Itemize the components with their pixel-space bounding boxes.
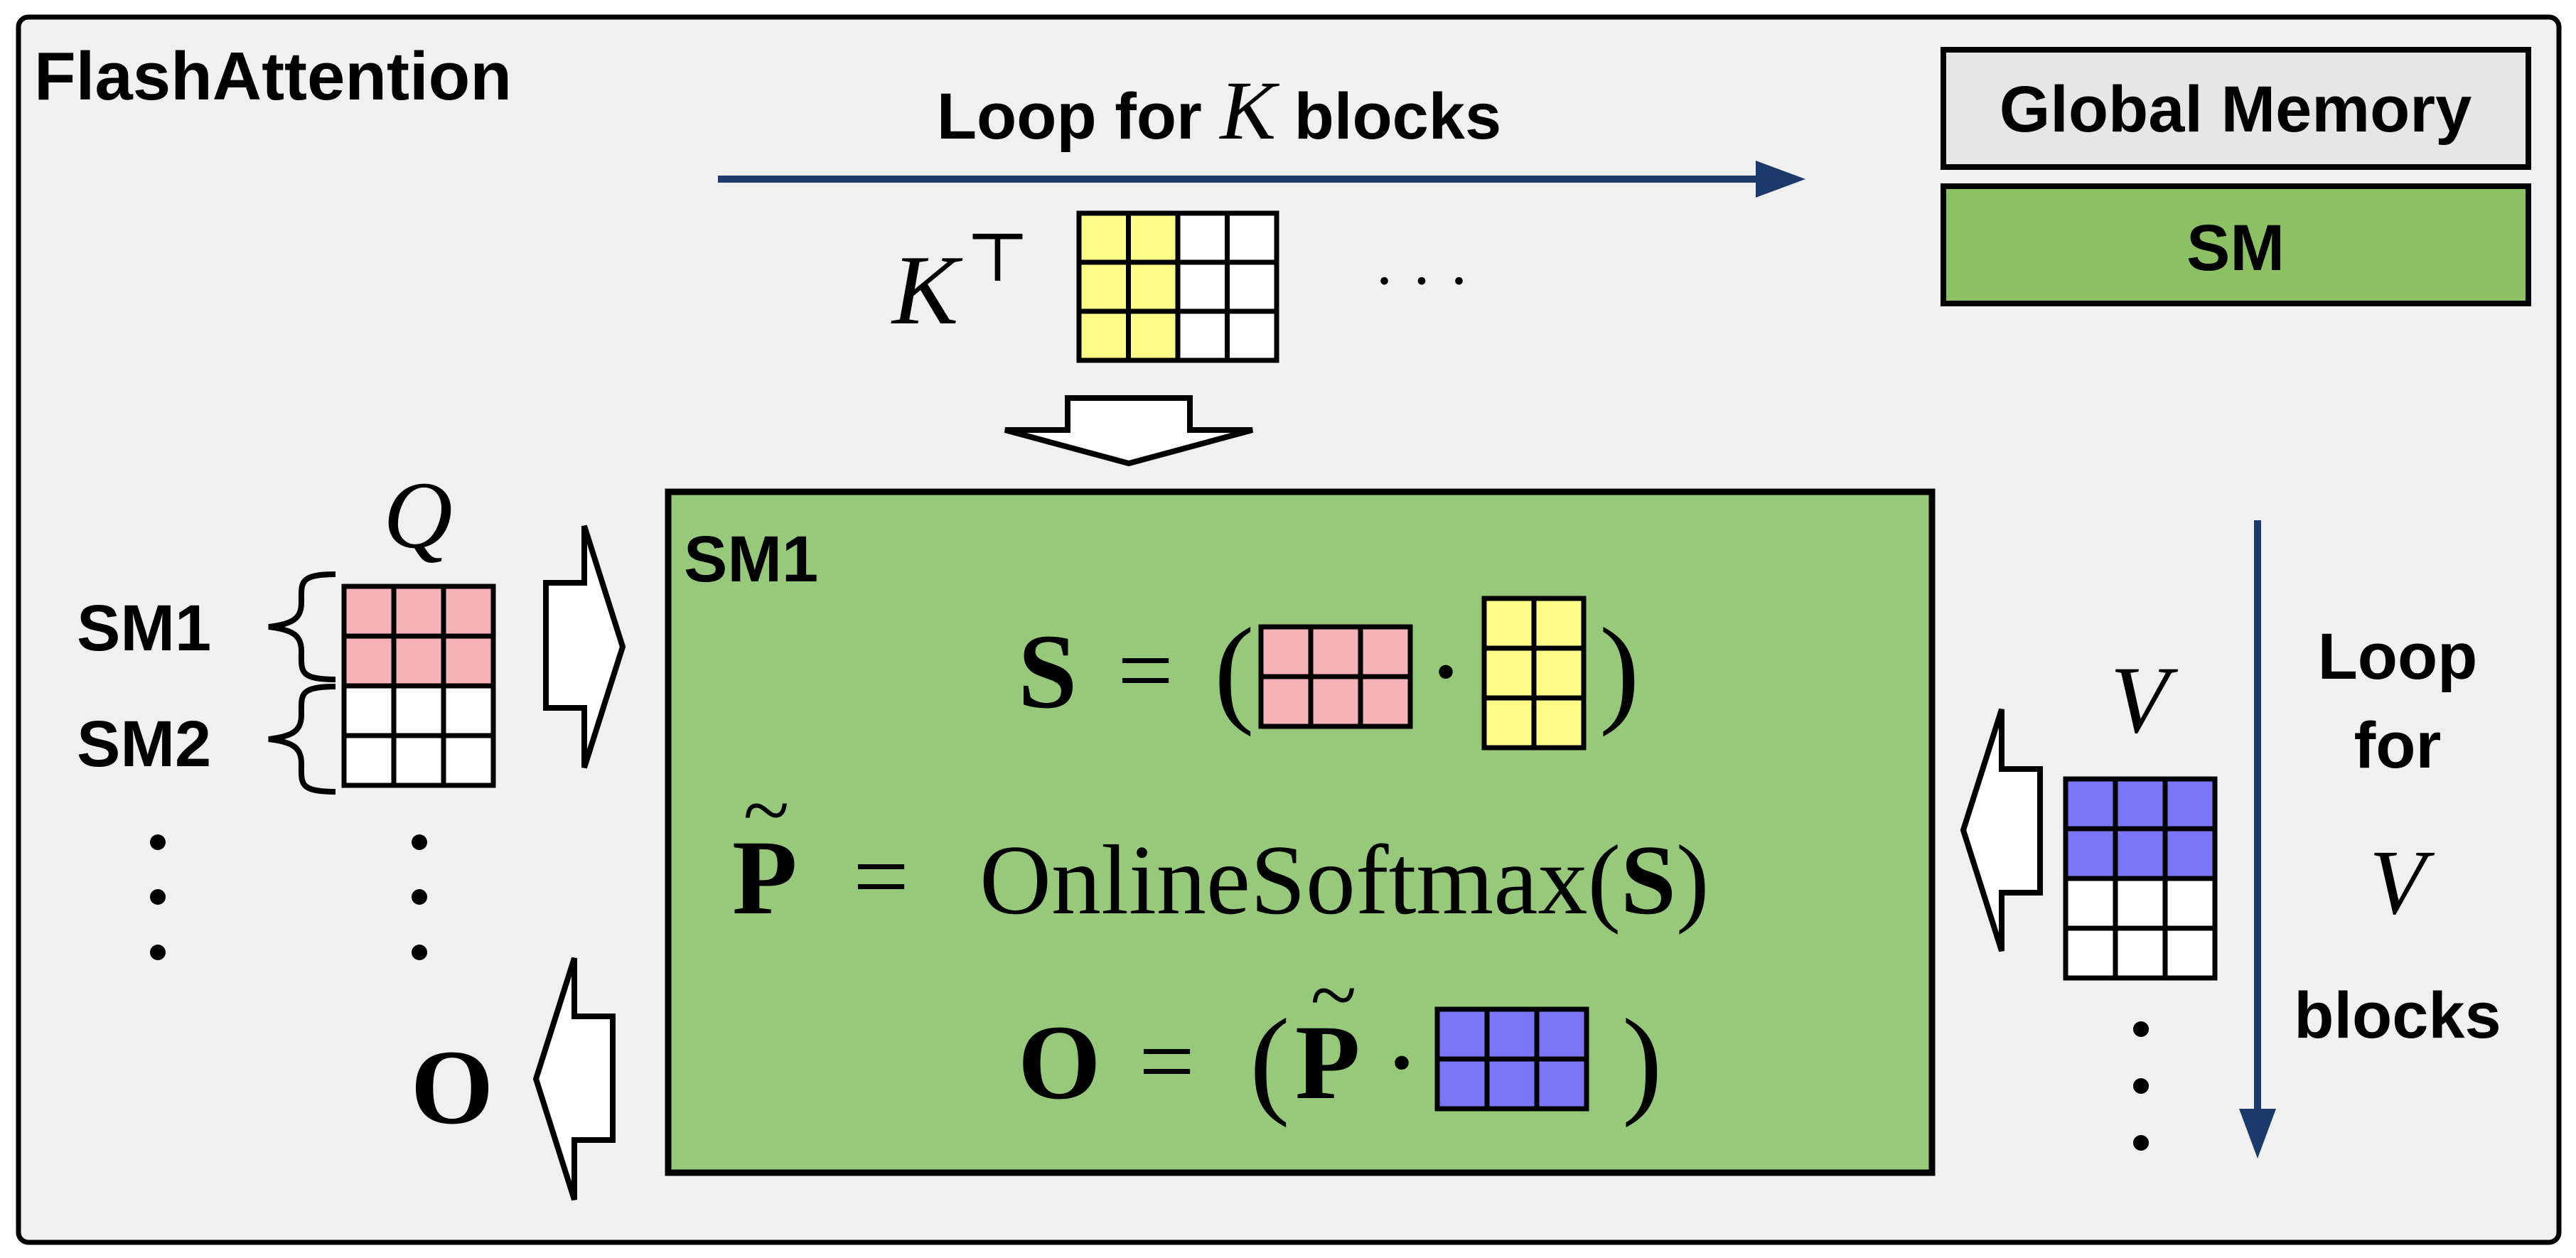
sm1-box-label: SM1 [684,523,818,596]
hollow-left-arrow-icon [532,957,616,1201]
svg-text:=: = [853,822,909,932]
svg-text:blocks: blocks [2294,979,2501,1052]
hollow-down-arrow-icon [1004,395,1254,467]
svg-text:·: · [1388,1015,1416,1109]
loop-v-arrow [2239,520,2276,1158]
q-label: Q [383,463,453,569]
sm1-compute-box [665,488,1936,1176]
svg-text:~: ~ [744,763,790,857]
svg-text:Loop: Loop [2318,620,2478,693]
kt-ellipsis: · · · [1374,246,1470,316]
loop-v-label: Loop for V blocks [2294,620,2501,1052]
v-block-grid [2063,776,2218,981]
loop-k-label: Loop for K blocks [937,64,1501,157]
eq2-function: OnlineSoftmax(S) [980,825,1710,935]
svg-text:S: S [1018,613,1077,731]
svg-text:=: = [1139,1006,1195,1117]
q-vertical-ellipsis-right [412,834,427,960]
v-vertical-ellipsis [2133,1021,2149,1151]
equation-s: S = ( · ) [1018,596,1640,751]
legend-global-memory: Global Memory [1941,47,2531,170]
k-transpose-label: K⊤ [891,220,1030,345]
svg-text:(: ( [1250,994,1290,1128]
equation-o: O = ( ~ P · ) [1018,947,1663,1128]
sm2-row-label: SM2 [77,708,211,780]
o-output-label: O [411,1028,494,1146]
svg-text:Global Memory: Global Memory [2000,73,2472,146]
svg-text:): ) [1622,994,1663,1128]
kt-block-grid [1076,210,1279,363]
loop-k-arrow [718,161,1805,198]
diagram-title: FlashAttention [34,38,512,114]
eq1-q-block [1258,624,1413,729]
svg-text:·: · [1432,624,1460,719]
hollow-right-arrow-icon [543,525,626,769]
svg-text:(: ( [1214,603,1255,737]
sm2-brace-icon [268,684,336,795]
sm1-brace-icon [268,571,336,682]
eq1-k-block [1481,596,1587,751]
svg-text:P: P [1295,1004,1361,1122]
legend-sm: SM [1941,183,2531,306]
equation-p-tilde: ~ P = OnlineSoftmax(S) [732,763,1710,937]
eq3-v-block [1434,1006,1589,1112]
hollow-left-arrow-icon [1960,708,2043,952]
svg-text:=: = [1117,615,1174,726]
sm1-row-label: SM1 [77,592,211,665]
v-label: V [2110,647,2179,753]
svg-text:~: ~ [1311,947,1357,1042]
q-block-grid [341,584,496,788]
svg-text:O: O [1018,1004,1101,1122]
svg-text:V: V [2369,832,2435,934]
svg-text:P: P [732,819,798,937]
svg-text:for: for [2354,709,2442,782]
svg-text:SM: SM [2186,212,2285,284]
q-vertical-ellipsis-left [150,834,166,960]
svg-text:): ) [1599,603,1640,737]
